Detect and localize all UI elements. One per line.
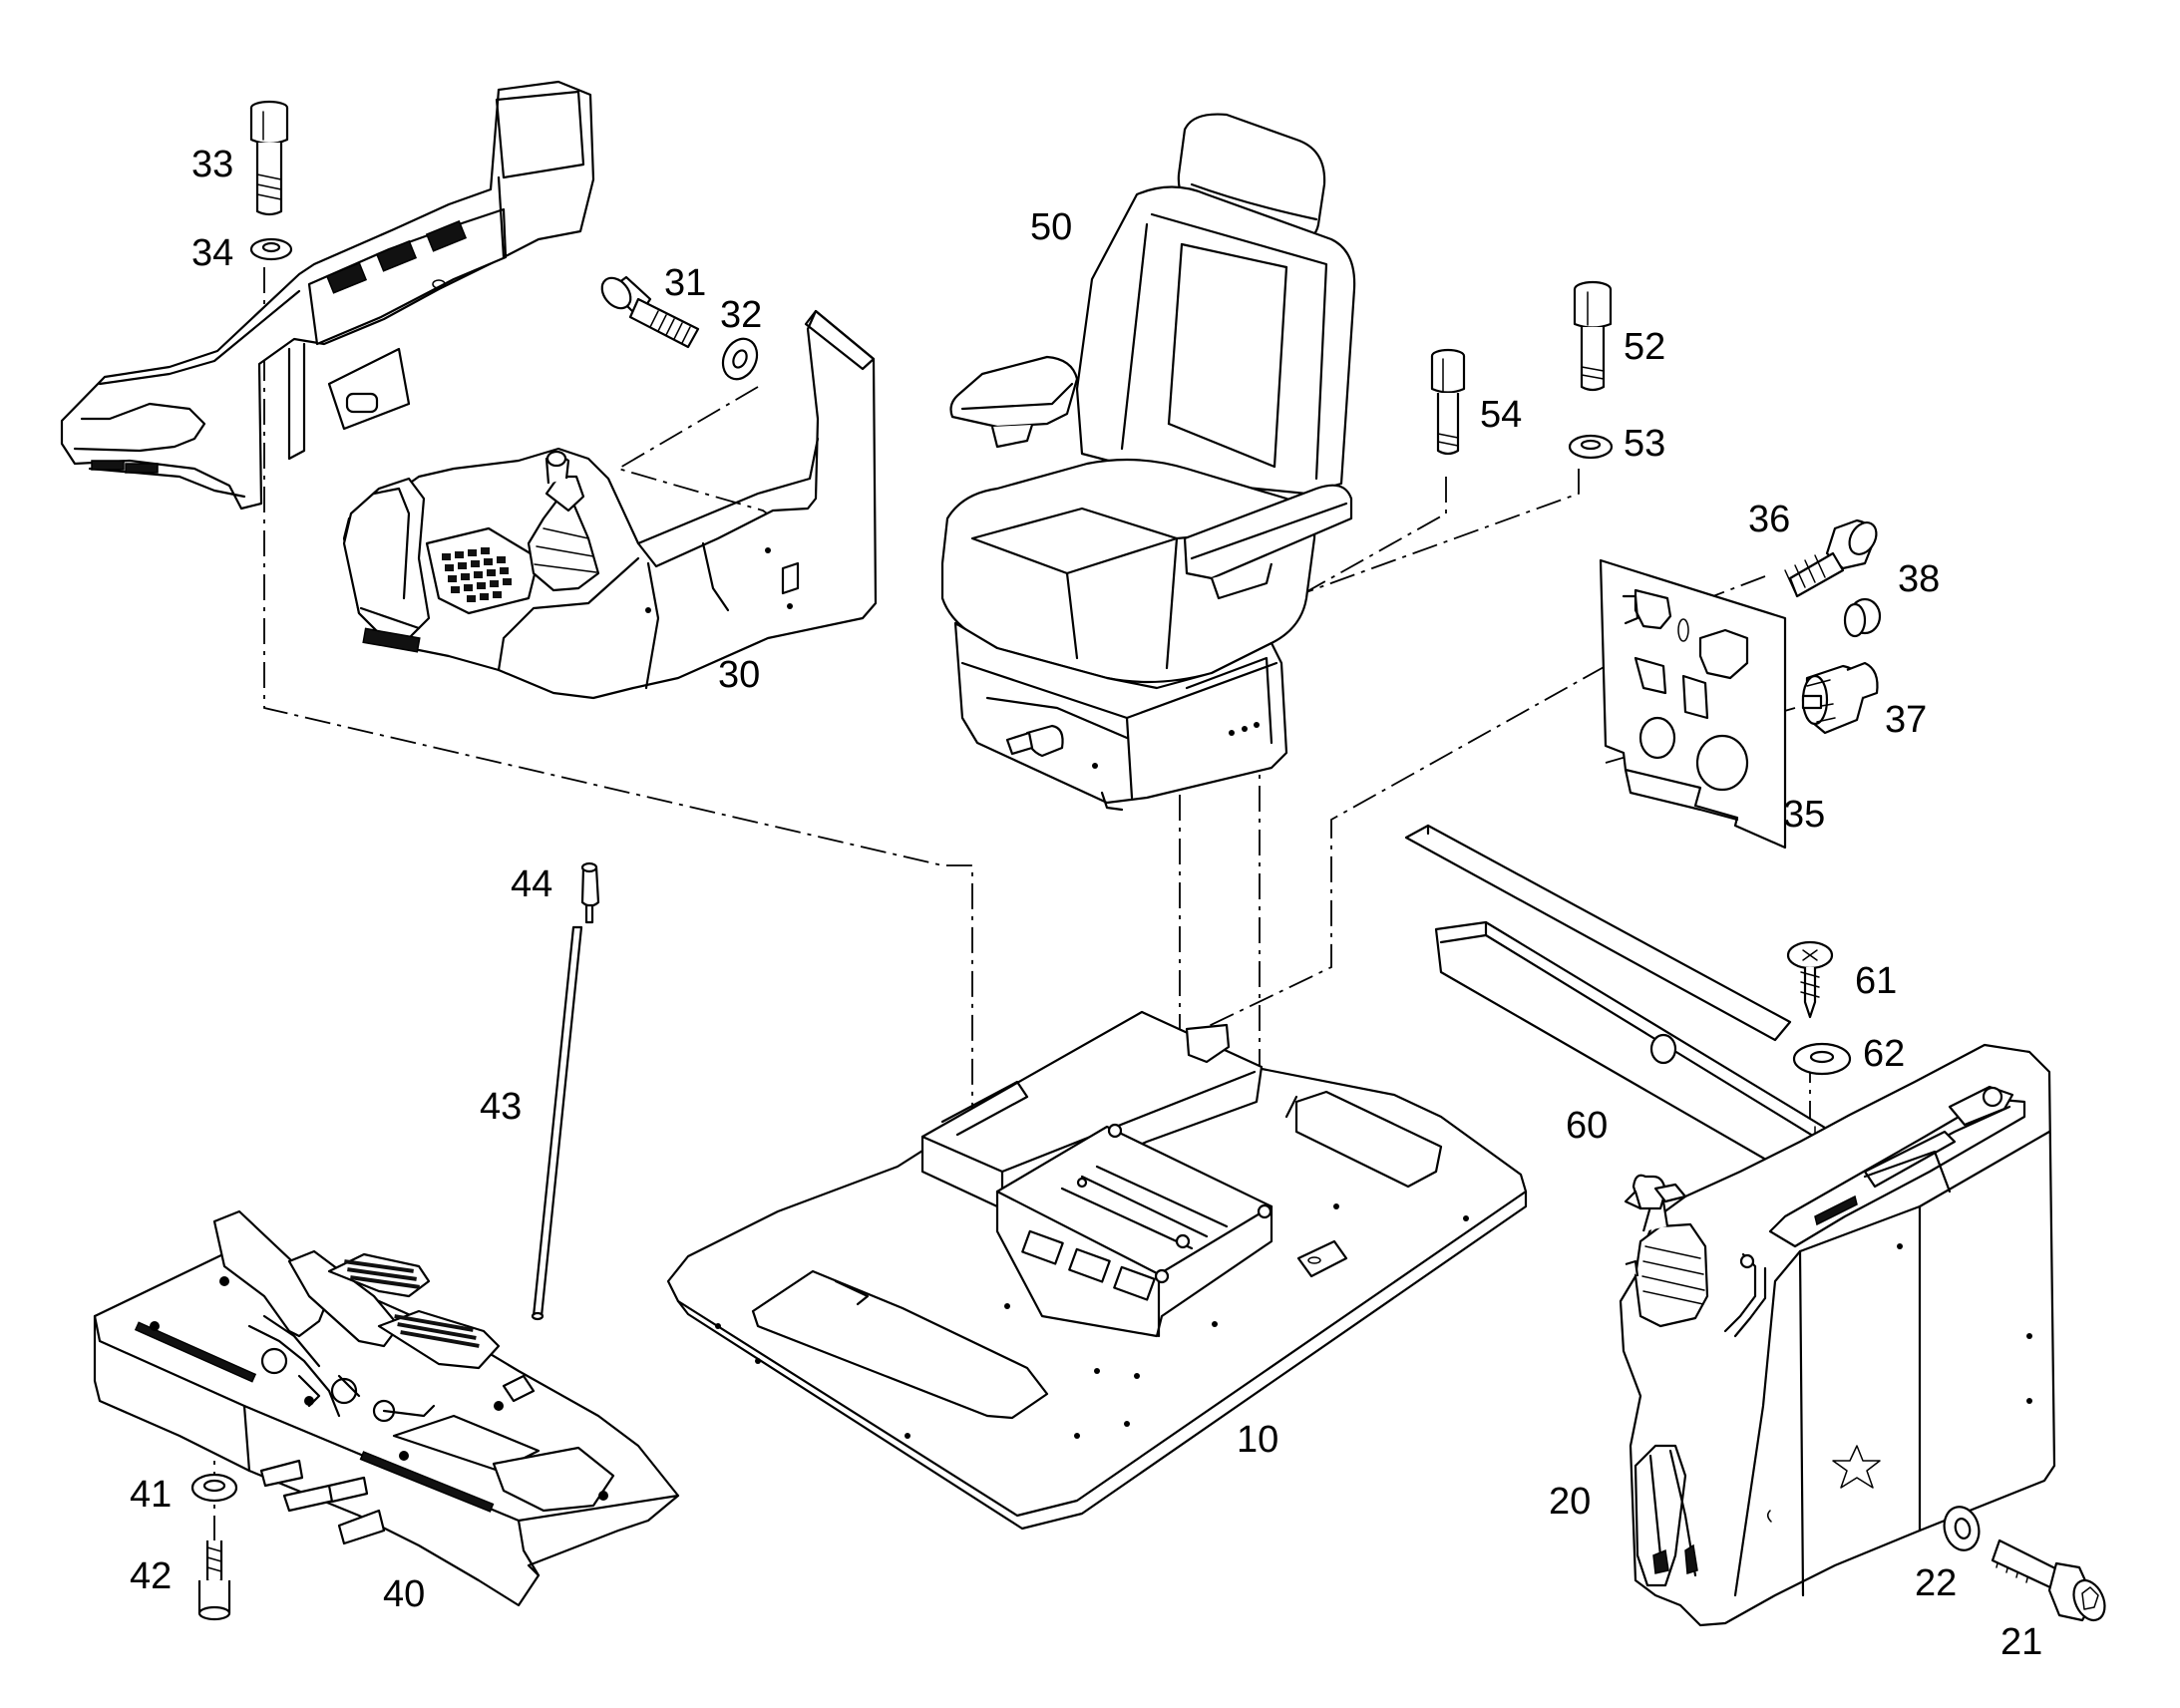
cap-screw-54-shape [1430, 348, 1466, 456]
mounting-plate-35-shape [1599, 558, 1787, 850]
callout-30: 30 [718, 654, 761, 696]
cap-screw-52-shape [1573, 280, 1613, 392]
cap-screw-36-shape [1784, 518, 1878, 598]
callout-31: 31 [664, 262, 707, 304]
floor-plate-10-shape [666, 1010, 1528, 1531]
left-console-30-shape [60, 80, 878, 700]
callout-42: 42 [130, 1555, 173, 1597]
callout-54: 54 [1480, 394, 1523, 436]
operator-seat-50-shape [940, 113, 1356, 812]
tapping-screw-61-shape [1786, 940, 1834, 1019]
callout-36: 36 [1748, 499, 1791, 540]
cap-screw-33-shape [249, 100, 289, 216]
callout-38: 38 [1898, 558, 1941, 600]
pedal-assembly-40-shape [93, 1209, 680, 1607]
callout-22: 22 [1915, 1562, 1958, 1604]
cap-screw-31-shape [600, 275, 700, 349]
callout-52: 52 [1624, 326, 1666, 368]
callout-34: 34 [191, 232, 234, 274]
washer-32-shape [721, 337, 759, 381]
callout-53: 53 [1624, 423, 1666, 465]
right-console-20-shape [1619, 1043, 2056, 1627]
washer-22-shape [1943, 1506, 1981, 1551]
callout-43: 43 [480, 1086, 523, 1128]
cap-screw-42-shape [197, 1540, 231, 1621]
cap-screw-21-shape [1991, 1538, 2106, 1622]
callout-35: 35 [1783, 794, 1826, 836]
callout-37: 37 [1885, 699, 1928, 741]
knob-44-shape [580, 861, 600, 924]
callout-10: 10 [1237, 1419, 1279, 1461]
connector-37-shape [1801, 661, 1879, 735]
washer-62-shape [1792, 1042, 1852, 1076]
callout-41: 41 [130, 1474, 173, 1516]
callout-50: 50 [1030, 206, 1073, 248]
callout-32: 32 [720, 294, 763, 336]
callout-62: 62 [1863, 1033, 1906, 1075]
callout-61: 61 [1855, 960, 1898, 1002]
callout-44: 44 [511, 863, 553, 905]
washer-34-shape [249, 237, 293, 261]
callout-20: 20 [1549, 1481, 1592, 1523]
rod-43-shape [531, 925, 583, 1321]
washer-41-shape [190, 1473, 238, 1503]
callout-21: 21 [2000, 1621, 2043, 1663]
plug-38-shape [1843, 597, 1882, 638]
callout-60: 60 [1566, 1105, 1609, 1147]
callout-40: 40 [383, 1573, 426, 1615]
callout-33: 33 [191, 144, 234, 185]
washer-53-shape [1568, 434, 1614, 460]
